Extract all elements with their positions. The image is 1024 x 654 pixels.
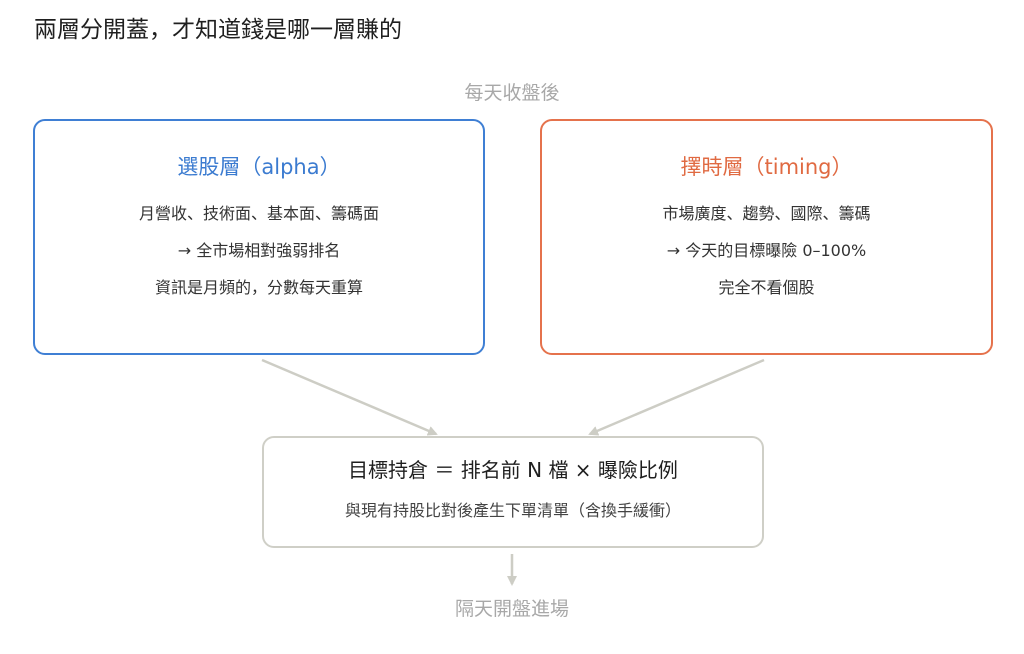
- target-position-description: 與現有持股比對後產生下單清單（含換手緩衝）: [344, 501, 681, 520]
- page-title: 兩層分開蓋，才知道錢是哪一層賺的: [34, 17, 402, 43]
- target-position-box: 目標持倉 ＝ 排名前 N 檔 × 曝險比例 與現有持股比對後產生下單清單（含換手…: [262, 436, 764, 548]
- timing-layer-box: 擇時層（timing） 市場廣度、趨勢、國際、籌碼 → 今天的目標曝險 0–10…: [540, 119, 993, 355]
- alpha-layer-line: 資訊是月頻的，分數每天重算: [154, 278, 363, 297]
- timing-layer-line: 完全不看個股: [718, 278, 815, 297]
- target-position-formula: 目標持倉 ＝ 排名前 N 檔 × 曝險比例: [348, 458, 678, 482]
- timing-layer-line: → 今天的目標曝險 0–100%: [666, 241, 867, 260]
- final-step-label: 隔天開盤進場: [454, 598, 569, 620]
- timing-layer-lines: 市場廣度、趨勢、國際、籌碼 → 今天的目標曝險 0–100% 完全不看個股: [542, 195, 991, 306]
- arrow-alpha-to-result: [261, 358, 438, 436]
- arrow-timing-to-result: [588, 358, 765, 436]
- alpha-layer-line: → 全市場相對強弱排名: [177, 241, 341, 260]
- alpha-layer-line: 月營收、技術面、基本面、籌碼面: [138, 204, 379, 223]
- timing-layer-title: 擇時層（timing）: [680, 155, 853, 179]
- trigger-label: 每天收盤後: [464, 82, 560, 104]
- alpha-layer-lines: 月營收、技術面、基本面、籌碼面 → 全市場相對強弱排名 資訊是月頻的，分數每天重…: [35, 195, 483, 306]
- alpha-layer-box: 選股層（alpha） 月營收、技術面、基本面、籌碼面 → 全市場相對強弱排名 資…: [33, 119, 485, 355]
- timing-layer-line: 市場廣度、趨勢、國際、籌碼: [662, 204, 871, 223]
- alpha-layer-title: 選股層（alpha）: [177, 155, 341, 179]
